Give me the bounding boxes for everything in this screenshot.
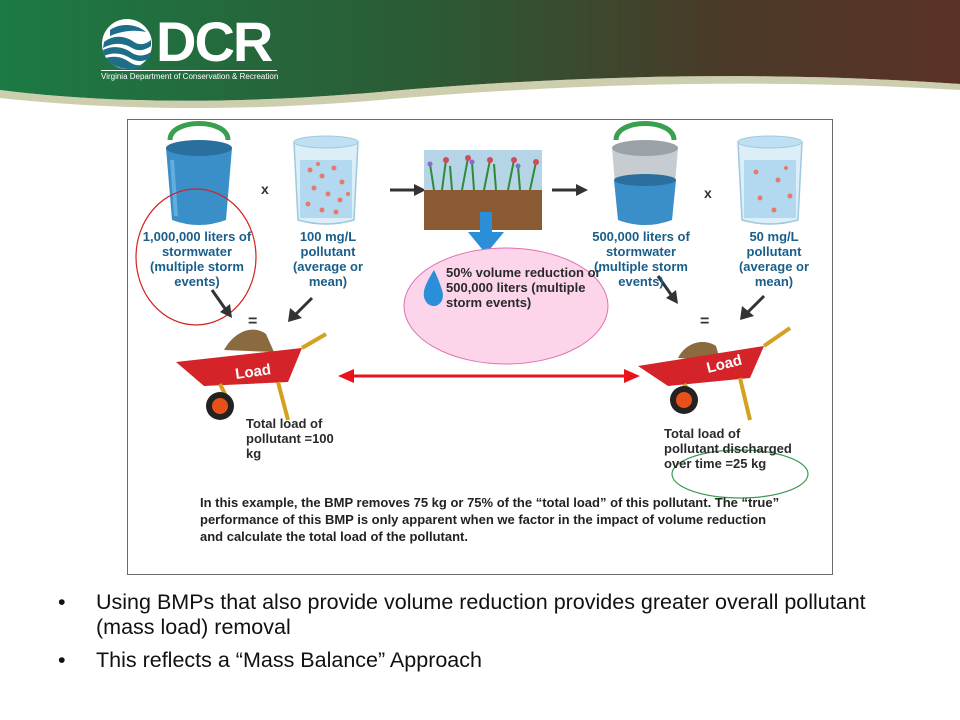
highlight-circle-red: [135, 188, 257, 326]
right-concentration-label: 50 mg/L pollutant (average or mean): [738, 229, 810, 289]
water-drop-icon: [423, 270, 443, 307]
bullet-marker: •: [58, 590, 66, 614]
bullet-item: • This reflects a “Mass Balance” Approach: [58, 648, 918, 673]
equals-sign-right: =: [700, 313, 709, 330]
header-banner: [0, 0, 960, 109]
infiltration-arrow-icon: [468, 212, 504, 254]
wheelbarrow-label-left: Load: [234, 361, 272, 383]
stormwater-bucket-right-icon: [612, 121, 678, 225]
volume-reduction-label: 50% volume reduction or 500,000 liters (…: [446, 265, 601, 310]
highlight-ellipse-pink: [403, 247, 609, 365]
left-total-load-label: Total load of pollutant =100 kg: [246, 416, 334, 461]
dcr-logo-subtitle: Virginia Department of Conservation & Re…: [101, 70, 279, 81]
multiply-sign-right: x: [704, 185, 712, 201]
highlight-ellipse-green: [671, 449, 809, 499]
equals-sign-left: =: [248, 313, 257, 330]
pollutant-beaker-right-icon: [737, 135, 803, 225]
multiply-sign-left: x: [261, 181, 269, 197]
pollutant-beaker-left-icon: [293, 135, 359, 225]
bullet-marker: •: [58, 648, 66, 672]
wheelbarrow-right-icon: [638, 326, 792, 421]
bullet-list: • Using BMPs that also provide volume red…: [58, 590, 918, 681]
dcr-logo-text: DCR: [156, 10, 273, 73]
bullet-text: Using BMPs that also provide volume redu…: [96, 590, 866, 639]
wheelbarrow-left-icon: [176, 329, 328, 421]
mass-balance-figure: x: [127, 119, 833, 575]
left-concentration-label: 100 mg/L pollutant (average or mean): [292, 229, 364, 289]
right-volume-label: 500,000 liters of stormwater (multiple s…: [592, 229, 690, 289]
left-volume-label: 1,000,000 liters of stormwater (multiple…: [142, 229, 252, 289]
stormwater-bucket-left-icon: [166, 121, 232, 225]
dcr-logo-icon: [102, 19, 152, 70]
bullet-text: This reflects a “Mass Balance” Approach: [96, 648, 482, 672]
comparison-arrow-icon: [338, 369, 640, 383]
right-total-load-label: Total load of pollutant discharged over …: [664, 426, 792, 471]
figure-caption: In this example, the BMP removes 75 kg o…: [200, 495, 780, 544]
figure-illustration: x: [135, 121, 809, 499]
bullet-item: • Using BMPs that also provide volume red…: [58, 590, 918, 640]
